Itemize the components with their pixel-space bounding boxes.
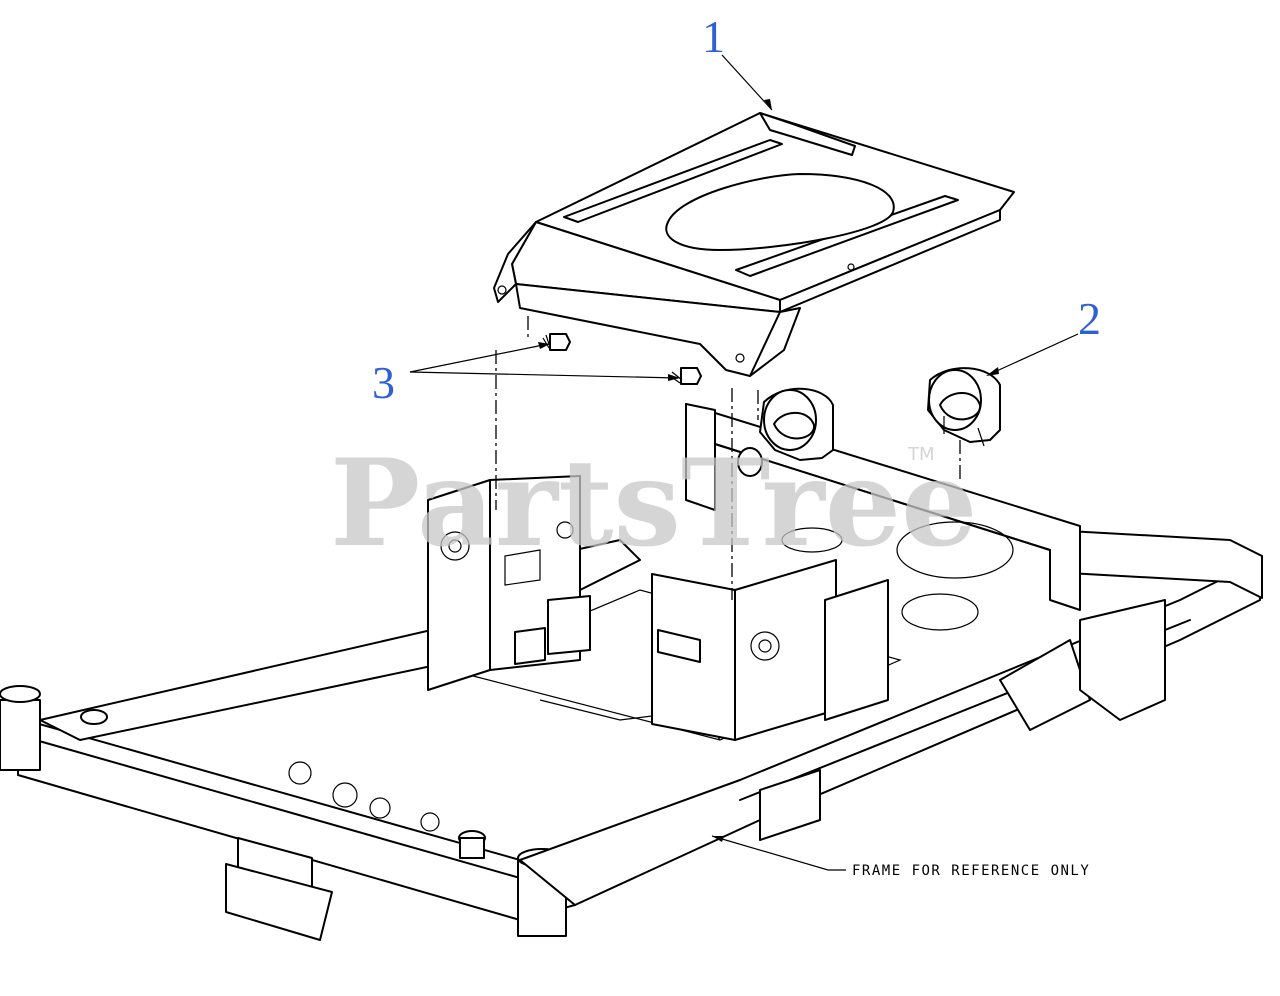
assembly-lines [495,316,961,600]
callout-1: 1 [702,11,725,62]
frame-reference-note: FRAME FOR REFERENCE ONLY [852,863,1090,879]
seat-mount-towers [427,403,1081,741]
watermark-trademark: TM [907,444,935,465]
mower-frame [0,529,1263,941]
watermark-text: PartsTree [330,433,977,574]
callout-3: 3 [372,357,395,408]
bumper-part [759,367,1001,461]
seat-pan-part [493,112,1015,377]
bumper-socket [737,447,763,477]
callout-2: 2 [1078,293,1101,344]
bolt-part [542,333,702,385]
callouts: 1 2 3 FRAME FOR REFERENCE ONLY [372,11,1101,879]
watermark: PartsTree TM [330,433,977,574]
